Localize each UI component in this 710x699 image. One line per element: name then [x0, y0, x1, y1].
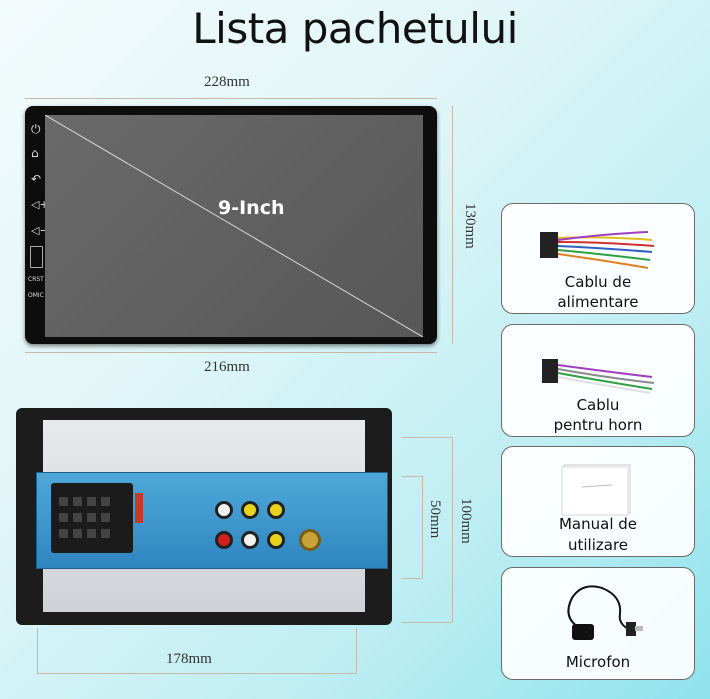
rca-jack-icon: [241, 501, 259, 519]
iso-connector-icon: [51, 483, 133, 553]
back-width-line: [37, 673, 357, 674]
fuse-icon: [135, 493, 143, 523]
screen: [45, 115, 423, 337]
width-dimension-line: [25, 98, 437, 99]
card-label-line1: Cablu de: [564, 273, 632, 291]
bottom-dimension-line: [25, 352, 437, 353]
package-item-manual: Manual de utilizare: [501, 446, 695, 557]
package-item-power-cable: Cablu de alimentare: [501, 203, 695, 314]
card-label-line1: Microfon: [565, 653, 631, 671]
card-label-line1: Manual de: [558, 515, 638, 533]
circuit-board: [36, 472, 388, 569]
rca-jack-icon: [215, 501, 233, 519]
volume-down-icon: ◁−: [31, 224, 49, 237]
manual-icon: [561, 464, 631, 516]
usb-port-icon: [30, 246, 43, 268]
back-icon: ↶: [31, 172, 42, 186]
back-height-outer-vertical: [452, 437, 453, 622]
back-height-outer-line-bottom: [402, 622, 452, 623]
card-label-line2: alimentare: [557, 293, 639, 311]
back-height-outer-line: [402, 437, 452, 438]
front-bottom-label: 216mm: [204, 359, 250, 375]
back-height-inner-label: 50mm: [427, 500, 443, 539]
front-height-label: 130mm: [462, 203, 478, 249]
page-title: Lista pachetului: [192, 4, 518, 53]
side-label-omic: OMIC: [28, 292, 44, 299]
front-width-label: 228mm: [204, 74, 250, 90]
card-label-line1: Cablu: [576, 396, 620, 414]
package-item-horn-cable: Cablu pentru horn: [501, 324, 695, 437]
microphone-icon: [567, 585, 643, 640]
screen-diagonal: [45, 115, 423, 337]
height-dimension-line: [452, 106, 453, 344]
power-icon: ⏻: [31, 122, 41, 136]
back-height-outer-label: 100mm: [458, 498, 474, 544]
horn-cable-icon: [542, 359, 655, 394]
power-cable-icon: [540, 231, 655, 269]
back-height-inner-line: [402, 476, 422, 477]
side-label-crst: CRST: [28, 276, 44, 283]
volume-up-icon: ◁+: [31, 198, 49, 211]
screen-size-label: 9-Inch: [218, 197, 285, 219]
back-height-inner-line-bottom: [402, 578, 422, 579]
antenna-jack-icon: [299, 529, 321, 551]
back-width-tick-left: [37, 628, 38, 673]
rca-jack-icon: [241, 531, 259, 549]
package-item-microphone: Microfon: [501, 567, 695, 680]
card-label-line2: pentru horn: [553, 416, 643, 434]
rca-jack-icon: [215, 531, 233, 549]
home-icon: ⌂: [31, 146, 39, 160]
back-width-label: 178mm: [166, 651, 212, 667]
head-unit-back: [16, 408, 392, 625]
rca-jack-icon: [267, 531, 285, 549]
card-label-line2: utilizare: [567, 536, 629, 554]
rca-jack-icon: [267, 501, 285, 519]
head-unit-front: ⏻ ⌂ ↶ ◁+ ◁− CRST OMIC: [25, 106, 437, 344]
back-height-inner-vertical: [422, 476, 423, 578]
back-width-tick-right: [356, 628, 357, 673]
